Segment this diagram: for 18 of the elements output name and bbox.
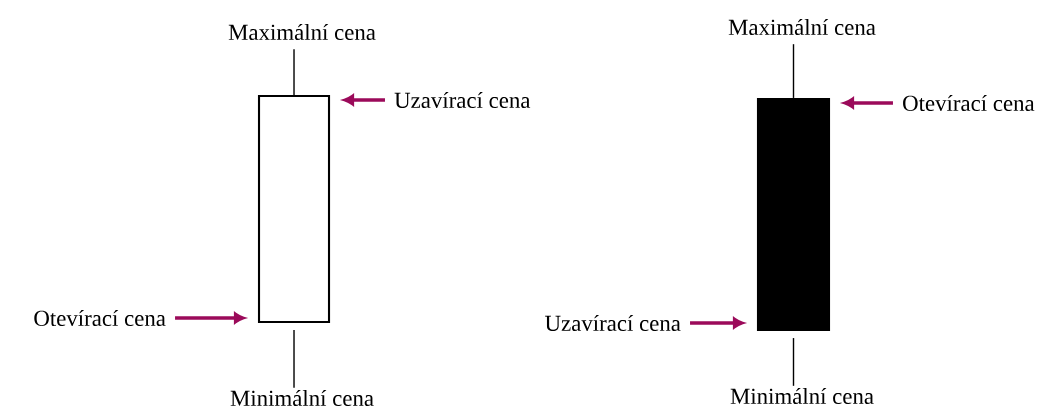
price-label: Otevírací cena [34, 309, 166, 327]
price-label: Minimální cena [230, 389, 374, 407]
wick-line [293, 329, 295, 389]
candle-body [756, 97, 831, 332]
price-label: Maximální cena [228, 23, 376, 41]
price-label: Maximální cena [728, 18, 876, 36]
price-label: Uzavírací cena [394, 91, 531, 109]
candle-body [257, 94, 331, 324]
price-label: Minimální cena [730, 387, 874, 405]
arrow [843, 97, 893, 109]
arrow [175, 312, 245, 324]
wick-line [792, 337, 795, 387]
arrow [343, 94, 385, 106]
wick-line [293, 48, 295, 96]
arrow [690, 317, 744, 329]
wick-line [792, 43, 795, 99]
price-label: Otevírací cena [903, 94, 1035, 112]
price-label: Uzavírací cena [545, 314, 681, 332]
